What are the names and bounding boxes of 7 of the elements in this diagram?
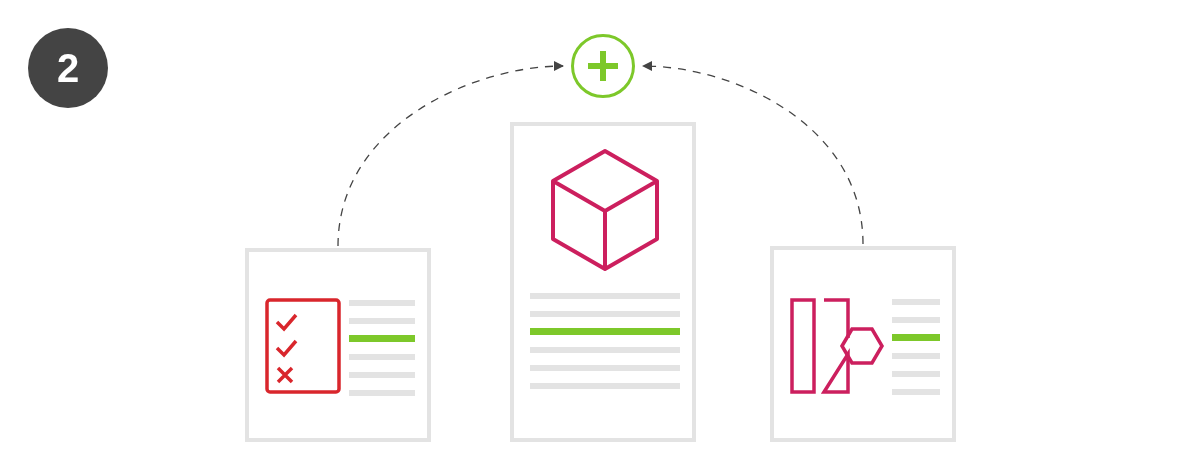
dashed-arrow (642, 61, 864, 245)
dashed-arrow (337, 61, 564, 247)
document-card (510, 122, 696, 442)
add-circle (571, 34, 635, 98)
document-card (770, 246, 956, 442)
step-number-badge: 2 (28, 28, 108, 108)
document-card (245, 248, 431, 442)
